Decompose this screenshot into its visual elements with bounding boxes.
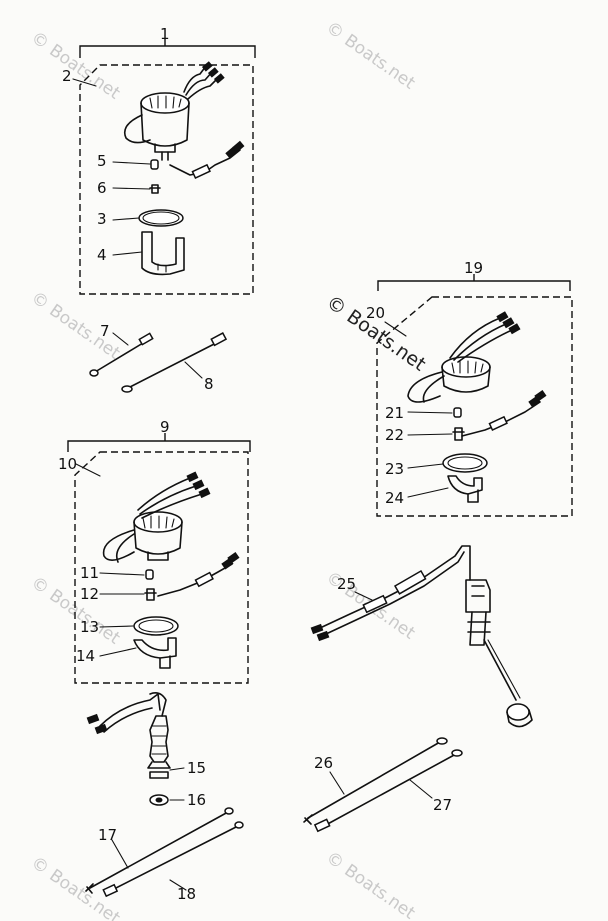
gauge-20 xyxy=(407,311,521,403)
callout-14: 14 xyxy=(76,647,95,665)
callout-27: 27 xyxy=(433,796,452,814)
callout-18: 18 xyxy=(177,885,196,903)
callout-11: 11 xyxy=(80,564,99,582)
callout-2: 2 xyxy=(62,67,72,85)
callout-7: 7 xyxy=(100,322,110,340)
callout-17: 17 xyxy=(98,826,117,844)
watermark-text: © Boats.net xyxy=(322,18,419,94)
bulb-11 xyxy=(145,569,154,580)
bracket-14 xyxy=(133,637,177,659)
cable-18 xyxy=(111,825,239,891)
sender-body-15 xyxy=(149,715,169,763)
callout-4: 4 xyxy=(97,246,107,264)
callout-23: 23 xyxy=(385,460,404,478)
float xyxy=(506,703,530,721)
callout-21: 21 xyxy=(385,404,404,422)
gauge-10 xyxy=(102,471,211,563)
callout-labels: 1 2 3 4 5 6 7 8 9 10 11 12 13 14 15 16 1… xyxy=(58,25,483,903)
bracket-1 xyxy=(79,38,256,58)
callout-15: 15 xyxy=(187,759,206,777)
sender-25 xyxy=(310,545,533,728)
callout-26: 26 xyxy=(314,754,333,772)
callout-6: 6 xyxy=(97,179,107,197)
cable-7 xyxy=(94,339,149,373)
callout-8: 8 xyxy=(204,375,214,393)
watermark-text: © Boats.net xyxy=(27,28,124,104)
bracket-19 xyxy=(377,274,571,291)
cable-26 xyxy=(307,741,441,819)
bracket-24 xyxy=(447,475,483,495)
group-1 xyxy=(72,38,256,295)
callout-5: 5 xyxy=(97,152,107,170)
gauge-2 xyxy=(123,61,225,161)
watermark-text: © Boats.net xyxy=(322,848,419,921)
cable-8 xyxy=(127,339,223,389)
callout-16: 16 xyxy=(187,791,206,809)
bracket-9 xyxy=(67,433,251,452)
cables-17-18 xyxy=(85,807,244,898)
cables-26-27 xyxy=(303,737,463,833)
harness-25 xyxy=(319,545,471,629)
callout-12: 12 xyxy=(80,585,99,603)
callout-24: 24 xyxy=(385,489,404,507)
callout-19: 19 xyxy=(464,259,483,277)
callout-25: 25 xyxy=(337,575,356,593)
callout-20: 20 xyxy=(366,304,385,322)
callout-13: 13 xyxy=(80,618,99,636)
cables-7-8 xyxy=(89,332,228,393)
callout-9: 9 xyxy=(160,418,170,436)
cable-17 xyxy=(89,811,229,889)
bulb-5 xyxy=(150,159,159,170)
socket-6 xyxy=(149,184,161,194)
kit-box-2 xyxy=(79,64,254,295)
bulb-21 xyxy=(453,407,462,418)
group-19 xyxy=(376,274,573,517)
socket-12 xyxy=(144,588,157,601)
socket-22 xyxy=(452,427,465,441)
callout-1: 1 xyxy=(160,25,170,43)
callout-10: 10 xyxy=(58,455,77,473)
kit-box-10 xyxy=(74,451,249,684)
group-9 xyxy=(67,433,251,684)
wire-15 xyxy=(99,693,161,727)
kit-box-20 xyxy=(376,296,573,517)
sensor-15-16 xyxy=(86,692,185,806)
callout-3: 3 xyxy=(97,210,107,228)
callout-22: 22 xyxy=(385,426,404,444)
connector xyxy=(191,163,211,180)
cable-27 xyxy=(323,753,457,827)
bracket-4 xyxy=(141,231,185,276)
